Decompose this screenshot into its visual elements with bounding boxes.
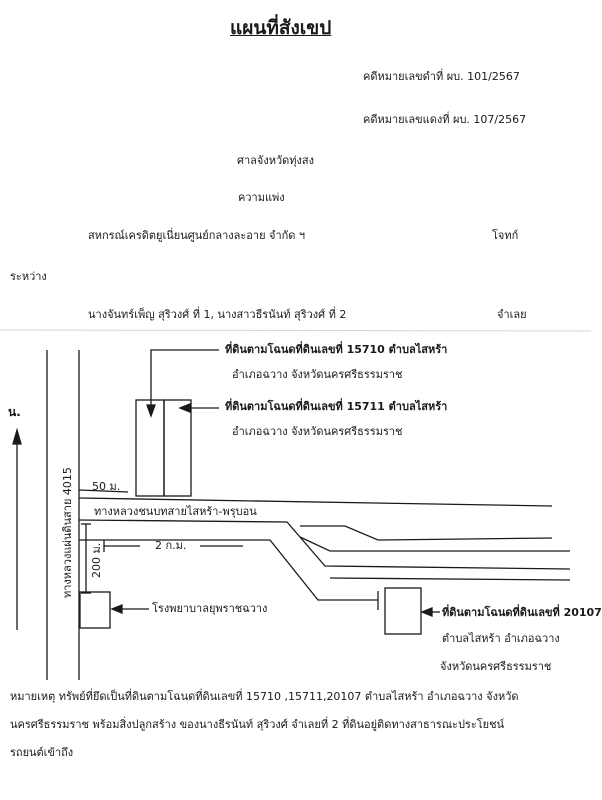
branch-lower-edge [79, 539, 378, 601]
note-line-3: รถยนต์เข้าถึง [10, 746, 74, 759]
black-case-number: คดีหมายเลขดำที่ ผบ. 101/2567 [363, 70, 520, 83]
scan-line [0, 329, 592, 332]
plaintiff-role: โจทก์ [492, 229, 519, 242]
page-title: แผนที่สังเขป [230, 17, 332, 39]
road-upper-edge [78, 497, 553, 507]
note-line-1: หมายเหตุ ทรัพย์ที่ยึดเป็นที่ดินตามโฉนดที… [10, 690, 519, 703]
red-case-number: คดีหมายเลขแดงที่ ผบ. 107/2567 [363, 113, 527, 126]
highway-label: ทางหลวงแผ่นดินสาย 4015 [61, 467, 74, 598]
parcel-2-label-line2: อำเภอฉวาง จังหวัดนครศรีธรรมราช [232, 425, 403, 438]
defendants-names: นางจันทร์เพ็ญ สุริวงศ์ ที่ 1, นางสาวธีรน… [88, 308, 347, 321]
dist-50-label: 50 ม. [92, 480, 121, 493]
parcel-2-label-line1: ที่ดินตามโฉนดที่ดินเลขที่ 15711 ตำบลไสหร… [225, 400, 448, 413]
parcel-3-label-line3: จังหวัดนครศรีธรรมราช [440, 660, 552, 673]
leader-parcel-1 [150, 349, 219, 408]
dist-50-line [78, 489, 129, 493]
rural-road-label: ทางหลวงชนบทสายไสหร้า-พรุบอน [94, 505, 257, 518]
plaintiff-name: สหกรณ์เครดิตยูเนี่ยนศูนย์กลางละอาย จำกัด… [88, 229, 306, 242]
between-label: ระหว่าง [10, 270, 47, 283]
branch-road-edge [329, 577, 571, 581]
dist-200-label: 200 ม. [90, 542, 103, 578]
road-lower-edge [78, 519, 571, 570]
parcel-3-label-line2: ตำบลไสหร้า อำเภอฉวาง [442, 632, 560, 645]
parcel-1-label-line1: ที่ดินตามโฉนดที่ดินเลขที่ 15710 ตำบลไสหร… [225, 343, 448, 356]
parcel-1-label-line2: อำเภอฉวาง จังหวัดนครศรีธรรมราช [232, 368, 403, 381]
parcel-3-label-line1: ที่ดินตามโฉนดที่ดินเลขที่ 20107 [442, 606, 602, 619]
case-type: ความแพ่ง [238, 191, 285, 204]
dist-2km-label: 2 ก.ม. [155, 539, 187, 552]
parcel-20107 [384, 587, 422, 635]
north-label: น. [8, 405, 21, 419]
hospital-label: โรงพยาบาลยุพราชฉวาง [152, 602, 268, 615]
north-arrow-head [12, 427, 22, 445]
note-line-2: นครศรีธรรมราช พร้อมสิ่งปลูกสร้าง ของนางธ… [10, 718, 505, 731]
branch-middle-edge [299, 536, 570, 552]
parcel-15711 [163, 399, 192, 497]
court-name: ศาลจังหวัดทุ่งสง [237, 154, 314, 167]
branch-upper-edge [300, 525, 553, 541]
defendant-role: จำเลย [497, 308, 527, 321]
hospital-building [79, 591, 111, 629]
